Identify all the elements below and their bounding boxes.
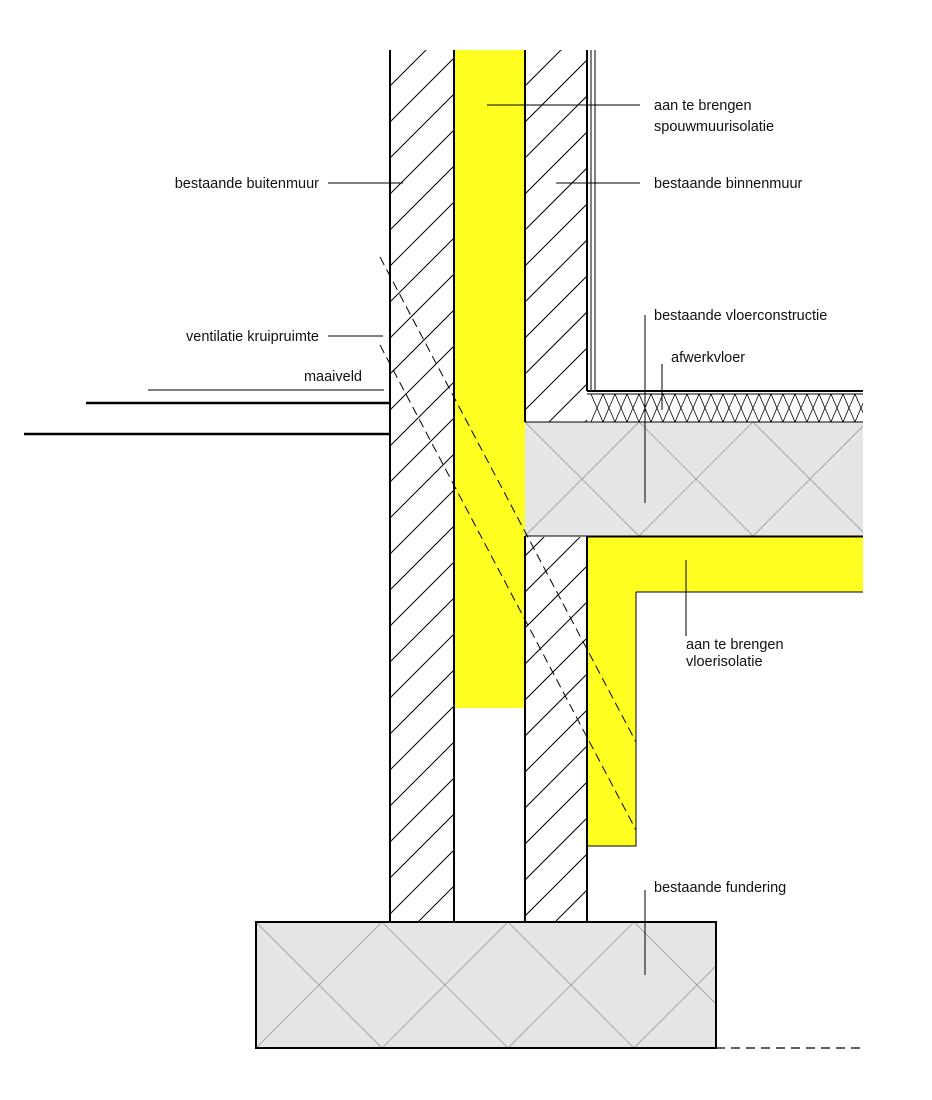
finish-floor-screed bbox=[587, 390, 863, 422]
label-ground-level: maaiveld bbox=[304, 369, 362, 385]
label-crawlspace-ventilation: ventilatie kruipruimte bbox=[186, 329, 319, 345]
foundation bbox=[255, 921, 863, 1049]
inner-wall bbox=[524, 50, 596, 922]
label-cavity-insulation-line1: aan te brengen bbox=[654, 98, 752, 114]
floor-insulation-fill bbox=[587, 537, 863, 846]
leader-lines bbox=[148, 104, 687, 975]
foundation-crosshatch bbox=[256, 922, 716, 1048]
cavity-insulation-fill bbox=[454, 50, 525, 708]
foundation-fill bbox=[256, 922, 716, 1048]
labels: aan te brengen spouwmuurisolatie bestaan… bbox=[175, 98, 828, 896]
ventilation-duct bbox=[379, 256, 637, 831]
screed-zigzag bbox=[590, 392, 863, 422]
label-floor-insulation-line2: vloerisolatie bbox=[686, 654, 763, 670]
inner-wall-hatch-lower bbox=[525, 537, 587, 922]
inner-wall-hatch-upper bbox=[525, 50, 587, 422]
cavity-insulation bbox=[454, 50, 525, 708]
slab-crosshatch bbox=[525, 422, 863, 536]
floor-slab bbox=[525, 421, 863, 537]
label-cavity-insulation-line2: spouwmuurisolatie bbox=[654, 119, 774, 135]
label-foundation: bestaande fundering bbox=[654, 880, 786, 896]
outer-wall-hatch bbox=[390, 50, 454, 922]
floor-insulation bbox=[587, 536, 863, 847]
label-outer-wall: bestaande buitenmuur bbox=[175, 176, 319, 192]
outer-wall bbox=[389, 50, 455, 922]
floor-slab-fill bbox=[525, 422, 863, 536]
label-finish-floor: afwerkvloer bbox=[671, 350, 745, 366]
ground-lines bbox=[24, 401, 390, 436]
label-inner-wall: bestaande binnenmuur bbox=[654, 176, 803, 192]
label-floor-construction: bestaande vloerconstructie bbox=[654, 308, 827, 324]
label-floor-insulation-line1: aan te brengen bbox=[686, 637, 784, 653]
